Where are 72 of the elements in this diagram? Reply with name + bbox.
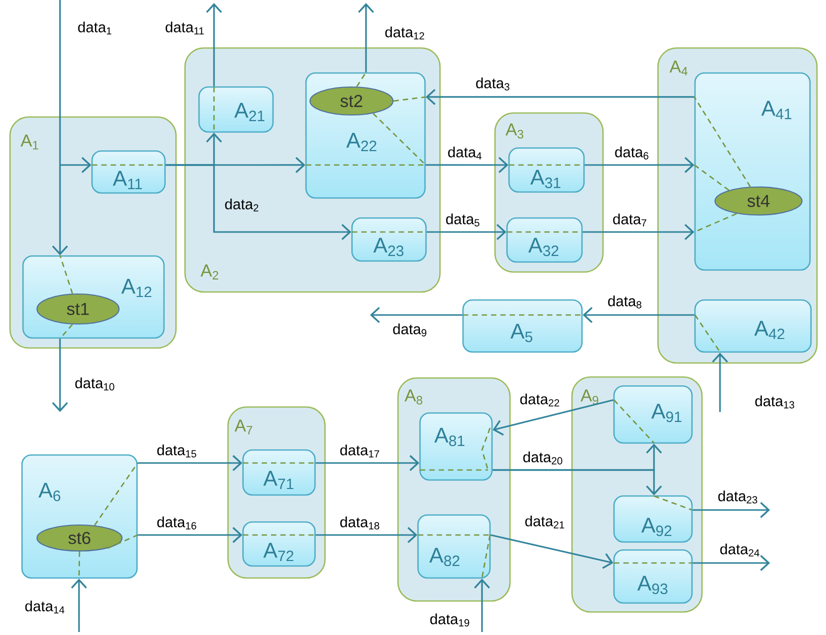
arrow — [426, 224, 506, 240]
edge-label: data$_{2}$ — [225, 198, 258, 212]
edge-label: data$_{4}$ — [448, 146, 482, 160]
edge-label: data$_{8}$ — [608, 296, 642, 308]
process-box: A$_{81}$ — [419, 412, 493, 481]
arrow — [166, 164, 352, 240]
edge-label: data$_{21}$ — [525, 516, 564, 528]
arrow — [358, 3, 374, 72]
process-box: A$_{32}$ — [506, 217, 583, 263]
arrow — [52, 338, 68, 412]
edge-label: data$_{3}$ — [476, 78, 510, 90]
dashed-line — [94, 462, 138, 526]
edge-label: data$_{1}$ — [78, 22, 112, 34]
dashed-line — [59, 255, 74, 294]
process-box: A$_{91}$ — [613, 385, 693, 444]
arrow — [71, 578, 87, 632]
process-box: A$_{11}$ — [91, 150, 166, 194]
arrow — [474, 578, 490, 632]
arrow — [426, 89, 694, 105]
arrow — [52, 0, 68, 256]
process-box: A$_{42}$ — [694, 299, 812, 353]
edge-label: data$_{17}$ — [340, 444, 380, 458]
edge-label: data$_{9}$ — [393, 324, 426, 336]
arrow — [316, 455, 420, 471]
edge-label: data$_{12}$ — [385, 26, 424, 40]
arrow — [584, 157, 694, 173]
process-box: A$_{82}$ — [417, 514, 491, 579]
arrow — [316, 527, 418, 543]
dashed-line — [393, 96, 426, 102]
edge-label: data$_{23}$ — [718, 490, 758, 504]
process-box: A$_{31}$ — [508, 147, 585, 193]
arrow — [492, 469, 662, 496]
edge-label: data$_{18}$ — [340, 516, 380, 530]
process-box: A$_{92}$ — [613, 495, 693, 543]
arrow — [206, 3, 222, 86]
edge-label: data$_{10}$ — [75, 378, 114, 390]
arrow — [582, 224, 694, 240]
process-box: A$_{21}$ — [198, 86, 274, 133]
arrow — [582, 307, 694, 323]
edge-label: data$_{20}$ — [523, 452, 562, 464]
edge-label: data$_{7}$ — [613, 214, 646, 226]
edge-label: data$_{5}$ — [446, 214, 480, 226]
edge-label: data$_{15}$ — [157, 444, 196, 458]
edge-label: data$_{19}$ — [430, 614, 470, 626]
dashed-line — [107, 534, 138, 549]
arrow — [138, 455, 242, 471]
arrow — [712, 352, 728, 412]
edge-label: data$_{22}$ — [520, 394, 560, 406]
dashed-line — [356, 72, 367, 87]
edge-label: data$_{24}$ — [720, 544, 760, 556]
process-box: A$_{93}$ — [613, 549, 693, 604]
edge-label: data$_{11}$ — [166, 22, 204, 34]
process-box: A$_{5}$ — [462, 299, 583, 353]
process-box: A$_{23}$ — [351, 217, 427, 262]
dashed-line — [694, 96, 751, 188]
process-box: A$_{71}$ — [242, 449, 316, 496]
arrow — [492, 399, 614, 436]
arrow — [60, 157, 92, 173]
dashed-line — [60, 324, 73, 340]
arrow — [692, 502, 770, 518]
edge-label: data$_{13}$ — [755, 396, 794, 408]
edge-label: data$_{6}$ — [615, 146, 648, 160]
arrow — [426, 157, 508, 173]
arrow — [490, 534, 614, 569]
edge-label: data$_{16}$ — [157, 516, 196, 530]
process-box: A$_{72}$ — [242, 521, 316, 567]
dashed-line — [694, 164, 730, 191]
edge-label: data$_{14}$ — [25, 600, 64, 614]
dashed-line — [372, 112, 426, 166]
arrow — [692, 555, 770, 571]
arrow — [370, 307, 462, 323]
arrow — [138, 527, 242, 543]
